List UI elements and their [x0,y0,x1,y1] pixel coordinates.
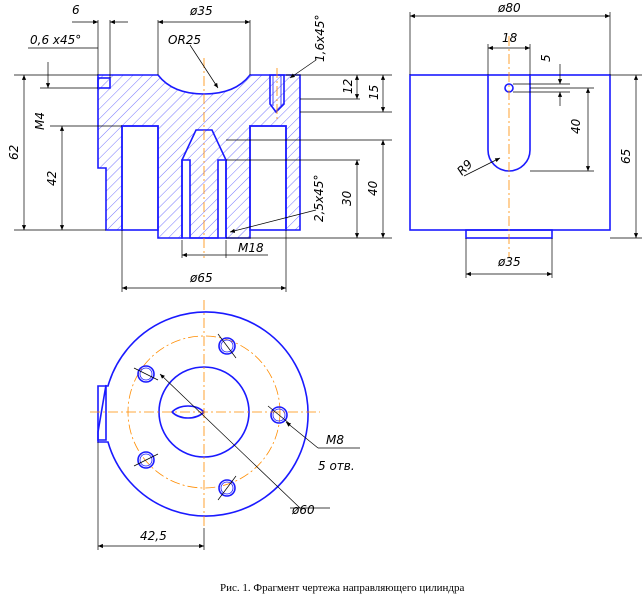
plan-hole-1 [218,337,236,355]
dim-5: 5 [539,54,553,62]
dim-42: 42 [45,171,59,186]
dim-6: 6 [72,3,80,17]
dim-15: 15 [367,85,381,100]
dim-65: 65 [619,149,633,164]
dim-40-right: 40 [569,118,583,134]
dim-12: 12 [341,79,355,94]
plan-outer-contour [97,311,309,517]
dim-m8: M8 [326,433,344,447]
section-view [97,58,301,258]
dim-2-5x45: 2,5x45° [312,175,326,222]
dim-phi35-top: ø35 [189,4,213,18]
plan-hole-4 [218,479,236,497]
plan-hole-2 [137,365,155,383]
section-labels: 6 0,6 x45° ø35 OR25 1,6x45° 12 15 M4 62 … [7,3,381,285]
dim-62: 62 [7,145,21,160]
dim-0-6x45: 0,6 x45° [30,33,81,47]
dim-30: 30 [340,190,354,206]
dim-1-6x45: 1,6x45° [313,15,327,62]
dim-m18: M18 [238,241,264,255]
side-view [409,12,642,278]
plan-labels: M8 5 отв. ø60 42,5 [140,433,355,543]
dim-18: 18 [502,31,518,45]
dim-phi80: ø80 [497,1,521,15]
dim-m4: M4 [33,112,47,130]
plan-view [90,300,360,550]
plan-hole-3 [137,451,155,469]
plan-hole-5 [270,406,288,424]
section-dimensions [14,19,392,292]
dim-r9: R9 [454,157,475,178]
dim-40-left: 40 [366,180,380,196]
dim-42-5: 42,5 [140,529,167,543]
side-body [409,74,611,231]
side-labels: ø80 18 5 40 R9 65 ø35 [454,1,633,269]
figure-caption: Рис. 1. Фрагмент чертежа направляющего ц… [220,582,464,594]
dim-5-holes: 5 отв. [318,459,355,473]
dim-phi60: ø60 [291,503,315,517]
dim-phi35-side: ø35 [497,255,521,269]
dim-phi65: ø65 [189,271,213,285]
dim-or25: OR25 [168,33,201,47]
